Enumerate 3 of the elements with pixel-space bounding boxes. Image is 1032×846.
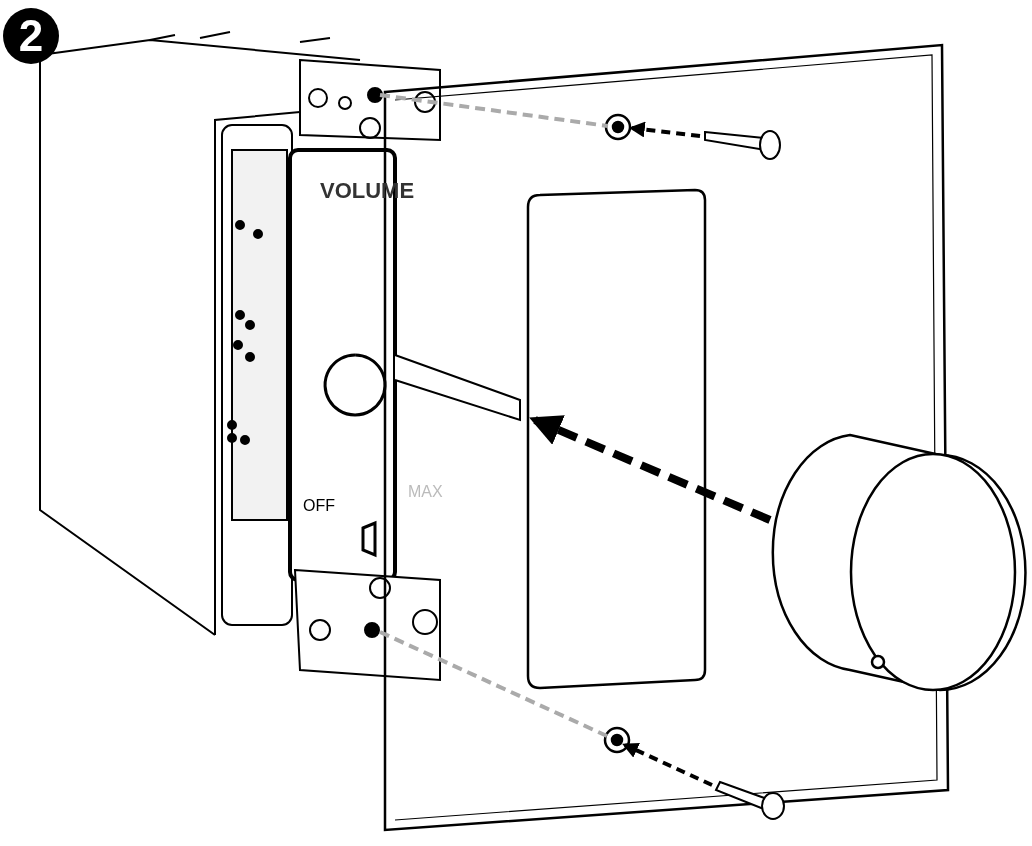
control-label: MAX [408,484,443,500]
control-label: OFF [303,498,335,514]
step-number: 2 [3,8,59,64]
